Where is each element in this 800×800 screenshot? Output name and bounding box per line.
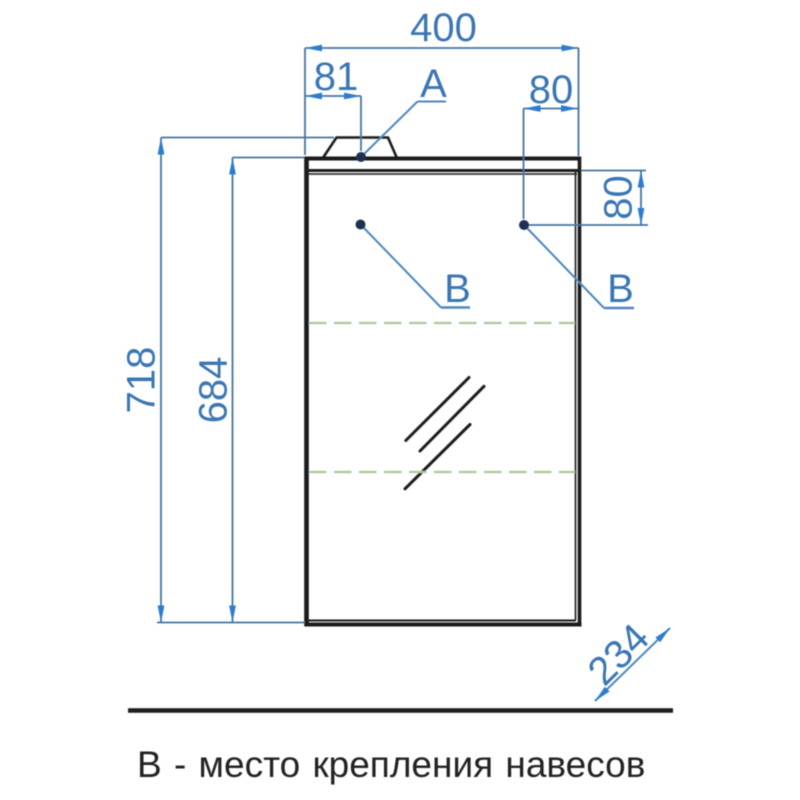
svg-text:718: 718 (120, 347, 164, 414)
svg-text:80: 80 (597, 175, 641, 220)
svg-text:B: B (607, 267, 634, 311)
svg-text:80: 80 (529, 68, 574, 112)
svg-text:81: 81 (314, 55, 359, 99)
svg-text:В - место крепления навесов: В - место крепления навесов (137, 744, 645, 785)
svg-text:400: 400 (410, 6, 477, 50)
svg-text:684: 684 (192, 357, 236, 424)
svg-text:B: B (444, 267, 471, 311)
svg-text:A: A (420, 62, 447, 106)
